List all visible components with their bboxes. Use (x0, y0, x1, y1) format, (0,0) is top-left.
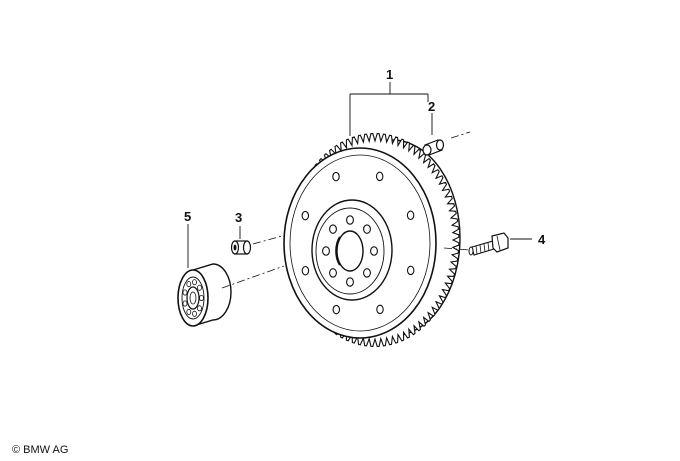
hub-center-bore-depth (335, 236, 341, 266)
bearing-ball (186, 281, 192, 288)
callout-3: 3 (235, 210, 242, 225)
hub-bolt-hole (346, 277, 354, 287)
hub-bolt-hole (322, 246, 330, 256)
mount-hole (301, 265, 310, 276)
bearing-ball (192, 279, 197, 286)
bearing-ball (197, 305, 202, 312)
mount-hole (376, 304, 384, 315)
bearing-ball (182, 289, 188, 296)
hub-bolt-hole (363, 224, 371, 234)
mount-hole (332, 304, 341, 315)
hub-bolt-holes (322, 215, 378, 287)
ball-bearing (177, 263, 232, 327)
mount-hole (332, 171, 340, 182)
flywheel-bolt (468, 232, 509, 256)
copyright-notice: © BMW AG (12, 444, 69, 456)
callout-2: 2 (428, 99, 435, 114)
bearing-ball (186, 308, 192, 315)
callout-4: 4 (538, 232, 546, 247)
callout-5: 5 (184, 209, 191, 224)
hub-bolt-hole (329, 268, 337, 278)
flywheel-face-inner-ring (289, 154, 431, 332)
mount-hole (406, 210, 415, 221)
bearing-ball (197, 284, 202, 291)
mount-hole (406, 265, 415, 276)
pilot-bushing (230, 240, 252, 255)
mount-hole (375, 171, 384, 182)
mount-hole (301, 210, 310, 221)
hub-bolt-hole (363, 268, 371, 278)
dowel-pin (422, 139, 445, 156)
hub-bolt-hole (329, 224, 337, 234)
bearing-ball (182, 300, 188, 307)
bearing-ball (199, 294, 204, 301)
alignment-lines (221, 131, 471, 289)
bearing-balls (182, 279, 204, 317)
hub-center-bore (336, 230, 364, 272)
bearing-ball (192, 310, 197, 317)
hub-bolt-hole (346, 215, 354, 225)
hub-bolt-hole (370, 246, 378, 256)
callout-leaders (187, 82, 532, 268)
flywheel (283, 133, 461, 347)
callout-1: 1 (386, 67, 393, 82)
outer-mount-holes (301, 171, 415, 315)
hub-step (315, 207, 385, 295)
